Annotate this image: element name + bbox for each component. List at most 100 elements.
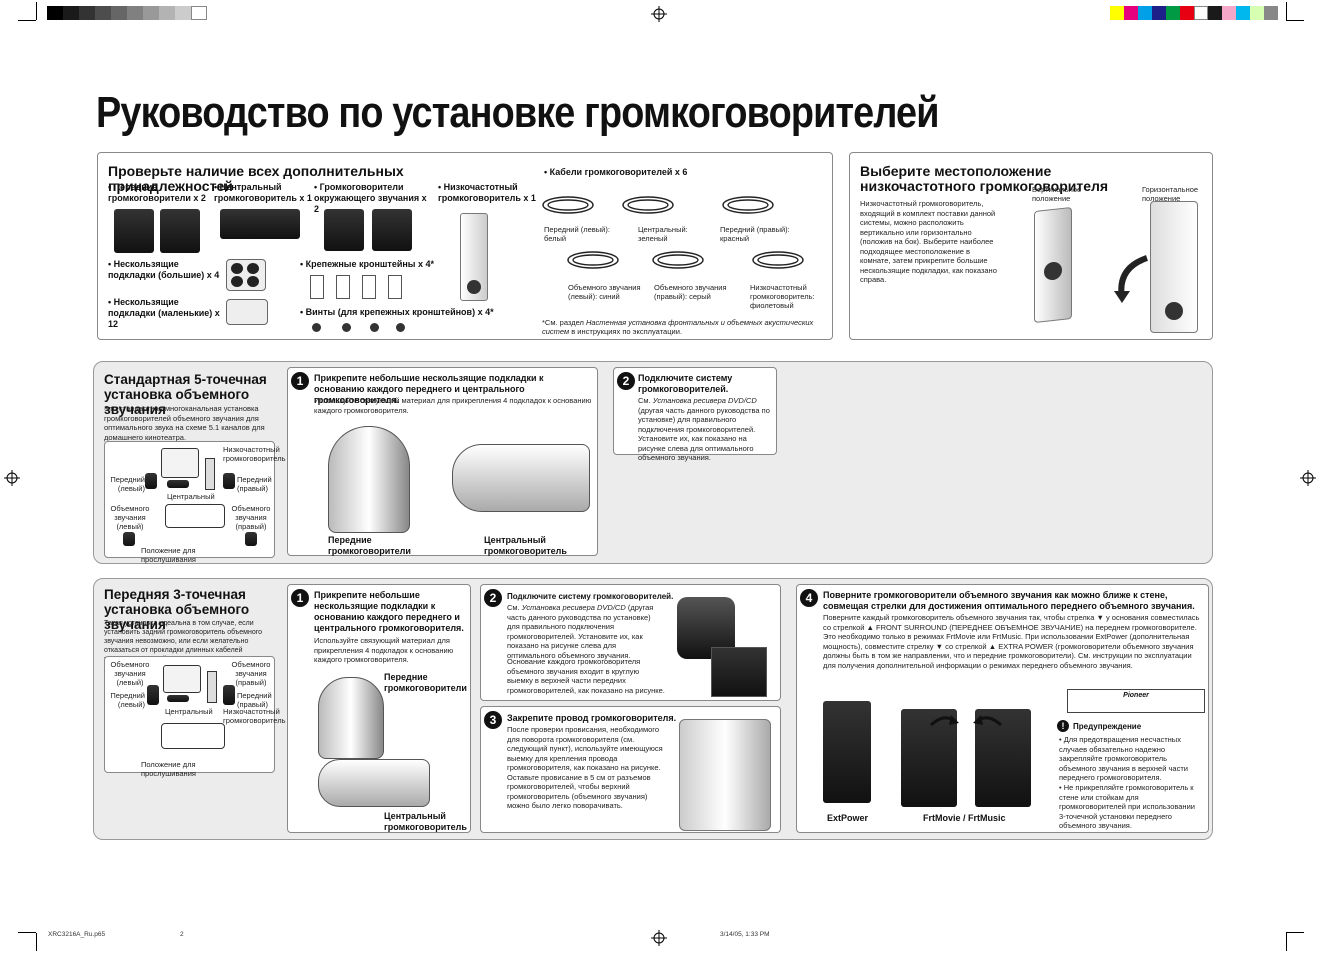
- crop-mark: [18, 20, 36, 21]
- stacked-speaker-base-image: [711, 647, 767, 697]
- item-subwoofer: • Низкочастотный громкоговоритель x 1: [438, 182, 536, 203]
- color-swatch: [1110, 6, 1124, 20]
- front3-step1-center-label: Центральный громкоговоритель: [384, 811, 467, 832]
- crop-mark: [1286, 2, 1287, 20]
- front3-step1: 1 Прикрепите небольшие нескользящие подк…: [287, 584, 471, 833]
- front3-step1-text: Используйте связующий материал для прикр…: [314, 636, 454, 664]
- cable-coils-image: [542, 196, 804, 269]
- step-number-1: 1: [291, 372, 309, 390]
- registration-mark-icon: [651, 930, 667, 946]
- step2-italic: Установка ресивера DVD/CD: [652, 396, 757, 405]
- subwoofer-image: [460, 213, 488, 301]
- front3-tv-image: [163, 665, 201, 693]
- cable-label-front-right: Передний (правый): красный: [720, 225, 790, 243]
- color-swatch: [191, 6, 207, 20]
- standard-step1-text: Используйте связующий материал для прикр…: [314, 396, 592, 415]
- front-right-speaker-icon: [223, 473, 235, 489]
- caution-title: Предупреждение: [1073, 722, 1142, 731]
- front-speaker-image: [114, 209, 154, 253]
- center-speaker-bottom-image: [452, 444, 590, 512]
- front3-center-speaker-icon: [167, 695, 189, 702]
- horizontal-position-label: Горизонтальное положение: [1142, 185, 1199, 203]
- diagram-listening-label: Положение для прослушивания: [141, 546, 196, 564]
- front3-sub-image: [207, 671, 217, 703]
- front3-step-number-2: 2: [484, 589, 502, 607]
- color-swatch: [1124, 6, 1138, 20]
- front3-sub-label: Низкочастотный громкоговоритель: [223, 707, 286, 725]
- accessories-panel: Проверьте наличие всех дополнительных пр…: [97, 152, 833, 340]
- standard-step1: 1 Прикрепите небольшие нескользящие подк…: [287, 367, 598, 556]
- subwoofer-vertical-image: [1034, 207, 1072, 323]
- item-large-pads: • Нескользящие подкладки (большие) x 4: [108, 259, 220, 280]
- center-speaker-icon: [167, 480, 189, 488]
- front3-step4: 4 Поверните громкоговорители объемного з…: [796, 584, 1209, 833]
- front-speaker-bottom-image: [328, 426, 410, 533]
- front3-step2: 2 Подключите систему громкоговорителей. …: [480, 584, 781, 701]
- bracket-image: [388, 275, 402, 299]
- speaker-wire-image: [679, 719, 771, 831]
- screw-image: [396, 323, 405, 332]
- color-swatch: [1194, 6, 1208, 20]
- cable-label-surround-right: Объемного звучания (правый): серый: [654, 283, 727, 301]
- front3-step3-text: После проверки провисания, необходимого …: [507, 725, 663, 810]
- crop-mark: [36, 933, 37, 951]
- footer-page-number: 2: [180, 931, 184, 938]
- front3-step2-text: См. Установка ресивера DVD/CD (другая ча…: [507, 603, 665, 660]
- sofa-image: [165, 504, 225, 528]
- caution-text-2: • Не прикрепляйте громкоговоритель к сте…: [1059, 783, 1195, 830]
- cable-label-subwoofer: Низкочастотный громкоговоритель: фиолето…: [750, 283, 815, 310]
- standard-setup-text: Это стандартная многоканальная установка…: [104, 404, 265, 442]
- subwoofer-location-text: Низкочастотный громкоговоритель, входящи…: [860, 199, 997, 284]
- item-center-speaker: • Центральный громкоговоритель x 1: [214, 182, 312, 203]
- front3-step-number-3: 3: [484, 711, 502, 729]
- color-swatch: [111, 6, 127, 20]
- front3-diagram: Объемного звучания (левый) Объемного зву…: [104, 656, 286, 778]
- front3-step2-prefix: См.: [507, 603, 522, 612]
- crop-mark: [1286, 20, 1304, 21]
- color-swatch: [95, 6, 111, 20]
- color-swatch: [127, 6, 143, 20]
- small-pads-image: [226, 299, 268, 325]
- diagram-front-right-label: Передний (правый): [237, 475, 272, 493]
- color-swatch: [175, 6, 191, 20]
- item-screws: • Винты (для крепежных кронштейнов) x 4*: [300, 307, 494, 317]
- registration-mark-icon: [1300, 470, 1316, 486]
- tv-image: [161, 448, 199, 478]
- bracket-image: [310, 275, 324, 299]
- bracket-image: [362, 275, 376, 299]
- surround-right-speaker-icon: [245, 532, 257, 546]
- registration-mark-icon: [4, 470, 20, 486]
- standard-step1-center-label: Центральный громкоговоритель: [484, 535, 567, 556]
- color-swatch: [1264, 6, 1278, 20]
- standard-step1-front-label: Передние громкоговорители: [328, 535, 411, 556]
- item-front-speakers: • Передние громкоговорители x 2: [108, 182, 206, 203]
- subwoofer-small-image: [205, 458, 215, 490]
- item-small-pads: • Нескользящие подкладки (маленькие) x 1…: [108, 297, 220, 329]
- diagram-surround-right-label: Объемного звучания (правый): [231, 504, 271, 531]
- front-speaker-image: [160, 209, 200, 253]
- front3-surround-right-label: Объемного звучания (правый): [231, 660, 271, 687]
- screw-image: [342, 323, 351, 332]
- front3-step2-italic: Установка ресивера DVD/CD: [521, 603, 626, 612]
- center-speaker-image: [220, 209, 300, 239]
- subwoofer-location-title: Выберите местоположение низкочастотного …: [860, 163, 1109, 194]
- diagram-center-label: Центральный: [167, 492, 215, 501]
- front3-front-speaker-image: [318, 677, 384, 759]
- front3-surround-left-label: Объемного звучания (левый): [110, 660, 150, 687]
- standard-step2-title: Подключите систему громкоговорителей.: [638, 373, 733, 394]
- screw-image: [370, 323, 379, 332]
- front3-center-label: Центральный: [165, 707, 213, 716]
- front3-setup-title: Передняя 3-точечная установка объемного …: [104, 587, 250, 632]
- front3-step3-title: Закрепите провод громкоговорителя.: [507, 713, 677, 723]
- subwoofer-location-panel: Выберите местоположение низкочастотного …: [849, 152, 1213, 340]
- large-pads-image: [226, 259, 266, 291]
- color-swatch: [1236, 6, 1250, 20]
- surround-speaker-image: [372, 209, 412, 251]
- step2-body: (другая часть данного руководства по уст…: [638, 405, 770, 463]
- crop-mark: [1286, 933, 1287, 951]
- color-swatch: [1222, 6, 1236, 20]
- front3-setup-band: Передняя 3-точечная установка объемного …: [93, 578, 1213, 840]
- footnote-suffix: в инструкциях по эксплуатации.: [569, 327, 682, 336]
- accessories-title: Проверьте наличие всех дополнительных пр…: [108, 163, 404, 194]
- front3-front-right-speaker-icon: [223, 685, 235, 705]
